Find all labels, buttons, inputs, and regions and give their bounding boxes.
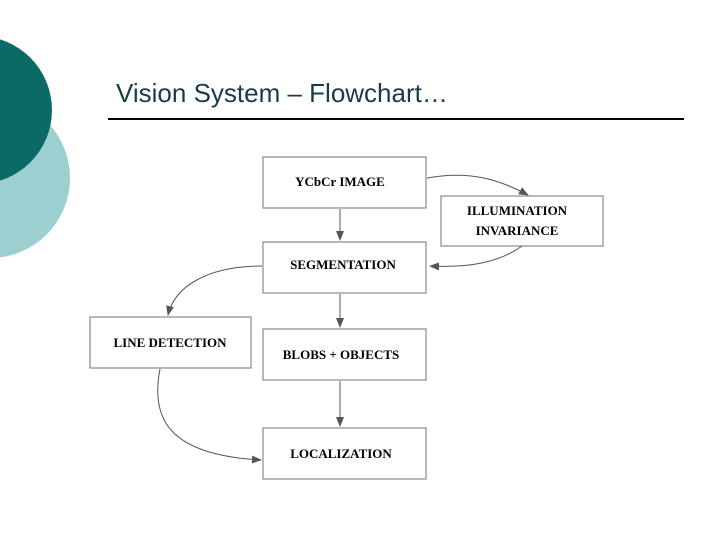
node-blobs-objects-label: BLOBS + OBJECTS [283,347,400,362]
slide-title: Vision System – Flowchart… [116,78,448,108]
node-ycbcr-image: YCbCr IMAGE [262,156,427,209]
node-ycbcr-image-label: YCbCr IMAGE [295,174,385,189]
arrow-illumination-to-segmentation [429,245,523,271]
node-line-detection: LINE DETECTION [89,316,252,369]
arrow-segmentation-to-line-detection [166,265,263,316]
node-illumination-label-2: INVARIANCE [476,223,559,238]
node-localization: LOCALIZATION [262,427,427,480]
arrow-line-detection-to-localization [157,368,262,464]
node-line-detection-label: LINE DETECTION [113,335,227,350]
title-underline [108,118,684,120]
node-illumination-invariance: ILLUMINATION INVARIANCE [440,195,604,247]
node-blobs-objects: BLOBS + OBJECTS [262,328,427,381]
node-illumination-label-1: ILLUMINATION [467,203,568,218]
node-segmentation: SEGMENTATION [262,241,427,294]
decor-dark-circle [0,39,52,181]
node-localization-label: LOCALIZATION [290,446,392,461]
arrow-image-to-illumination [426,174,529,196]
node-segmentation-label: SEGMENTATION [290,257,396,272]
